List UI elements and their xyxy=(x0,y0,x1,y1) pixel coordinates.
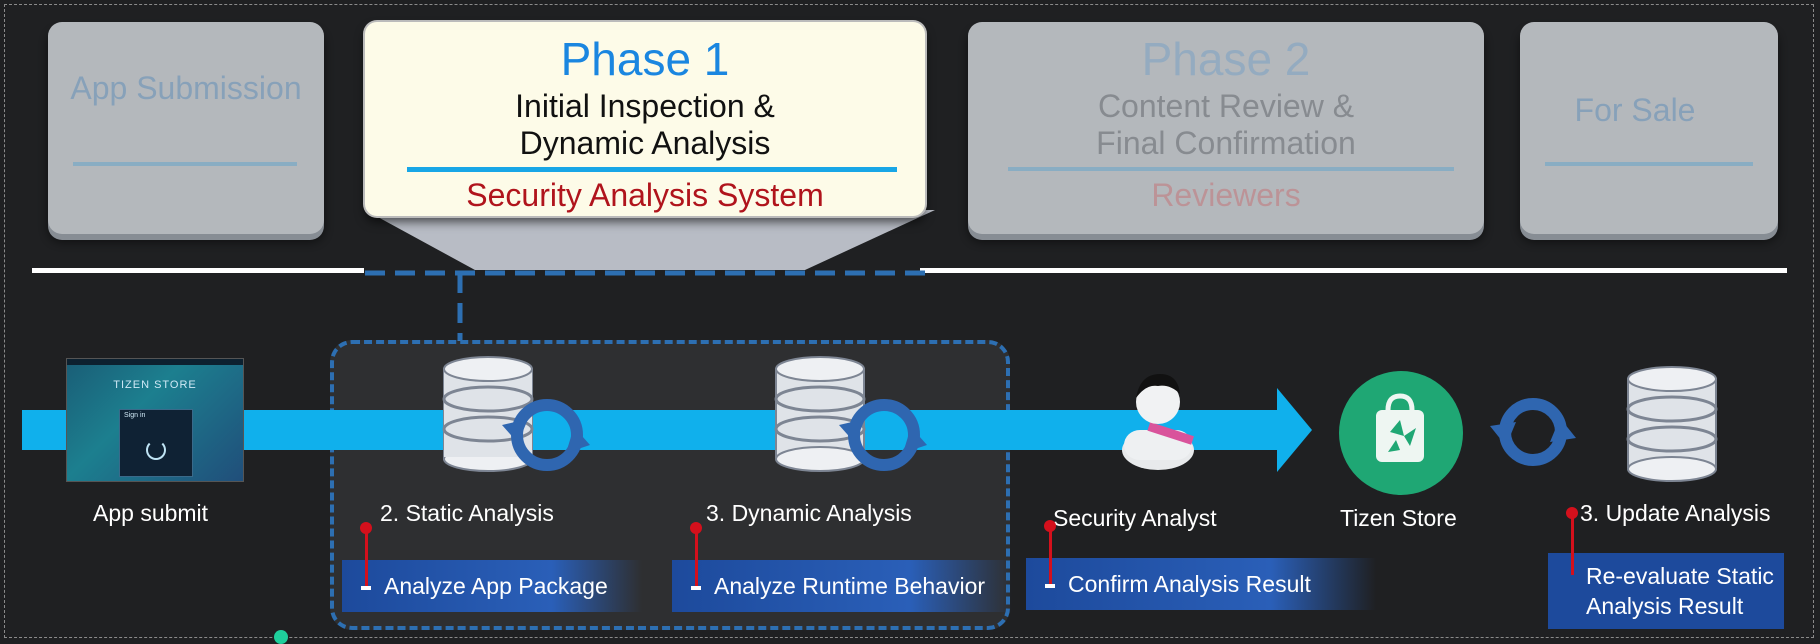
update-analysis-label: 3. Update Analysis xyxy=(1580,500,1771,526)
confirm-analysis-result-label: Confirm Analysis Result xyxy=(1068,571,1311,597)
sync-icon xyxy=(1490,398,1576,466)
phase2-line1: Content Review & xyxy=(1097,88,1355,124)
pin-static xyxy=(365,530,368,586)
pin-head-analyst xyxy=(1044,520,1056,532)
separator-right xyxy=(920,268,1787,273)
phase1-card: Phase 1 Initial Inspection & Dynamic Ana… xyxy=(365,22,925,216)
for-sale-bar xyxy=(1545,162,1753,166)
pin-update xyxy=(1571,515,1574,575)
phase1-line1: Initial Inspection & xyxy=(515,88,775,124)
app-submission-card: App Submission xyxy=(48,22,324,234)
app-submit-label: App submit xyxy=(93,500,209,526)
static-analysis-database-icon xyxy=(442,356,590,472)
phase2-bar xyxy=(1008,167,1454,171)
outer-frame xyxy=(4,4,1814,638)
phase1-system: Security Analysis System xyxy=(466,177,824,213)
tizen-store-icon xyxy=(1339,371,1463,495)
screenshot-signin-panel: Sign in xyxy=(119,409,193,477)
pin-head-dynamic xyxy=(690,522,702,534)
store-screenshot: TIZEN STORE Sign in xyxy=(66,358,244,482)
decorative-dot xyxy=(274,630,288,644)
for-sale-card: For Sale xyxy=(1520,22,1778,234)
pin-head-update xyxy=(1566,507,1578,519)
analyze-app-package-box: Analyze App Package xyxy=(342,560,642,612)
phase2-line2: Final Confirmation xyxy=(1096,125,1356,161)
static-analysis-label: 2. Static Analysis xyxy=(380,500,554,526)
reevaluate-box: Re-evaluate Static Analysis Result xyxy=(1548,553,1784,629)
reevaluate-line2: Analysis Result xyxy=(1586,593,1744,619)
reevaluate-line1: Re-evaluate Static xyxy=(1586,563,1774,589)
pin-foot-static xyxy=(361,586,371,590)
screenshot-topbar xyxy=(67,359,243,365)
phase2-card: Phase 2 Content Review & Final Confirmat… xyxy=(968,22,1484,234)
pin-foot-dynamic xyxy=(691,586,701,590)
dynamic-analysis-label: 3. Dynamic Analysis xyxy=(706,500,912,526)
update-analysis-database-icon xyxy=(1626,366,1718,482)
screenshot-signin-label: Sign in xyxy=(124,412,146,419)
confirm-analysis-result-box: Confirm Analysis Result xyxy=(1026,558,1376,610)
pin-analyst xyxy=(1049,528,1052,584)
tizen-store-label: Tizen Store xyxy=(1340,505,1457,531)
analyze-app-package-label: Analyze App Package xyxy=(384,573,608,599)
screenshot-spinner xyxy=(146,440,166,460)
security-analyst-label: Security Analyst xyxy=(1053,505,1217,531)
security-analyst-icon xyxy=(1122,374,1194,470)
phase2-title: Phase 2 xyxy=(1141,33,1311,85)
phase1-line2: Dynamic Analysis xyxy=(519,125,771,161)
app-submission-bar xyxy=(73,162,297,166)
for-sale-label: For Sale xyxy=(1574,92,1696,128)
phase1-connector xyxy=(365,270,935,341)
phase2-system: Reviewers xyxy=(1151,177,1301,213)
phase1-title: Phase 1 xyxy=(560,33,730,85)
phase1-bar xyxy=(407,167,897,172)
pin-foot-analyst xyxy=(1045,584,1055,588)
separator-left xyxy=(32,268,364,273)
dynamic-analysis-database-icon xyxy=(774,356,927,472)
analyze-runtime-behavior-label: Analyze Runtime Behavior xyxy=(714,573,986,599)
analyze-runtime-behavior-box: Analyze Runtime Behavior xyxy=(672,560,1012,612)
pin-head-static xyxy=(360,522,372,534)
app-submission-label: App Submission xyxy=(70,70,302,106)
pin-dynamic xyxy=(695,530,698,586)
screenshot-brand: TIZEN STORE xyxy=(113,379,197,391)
phase1-callout-wedge xyxy=(365,210,935,270)
